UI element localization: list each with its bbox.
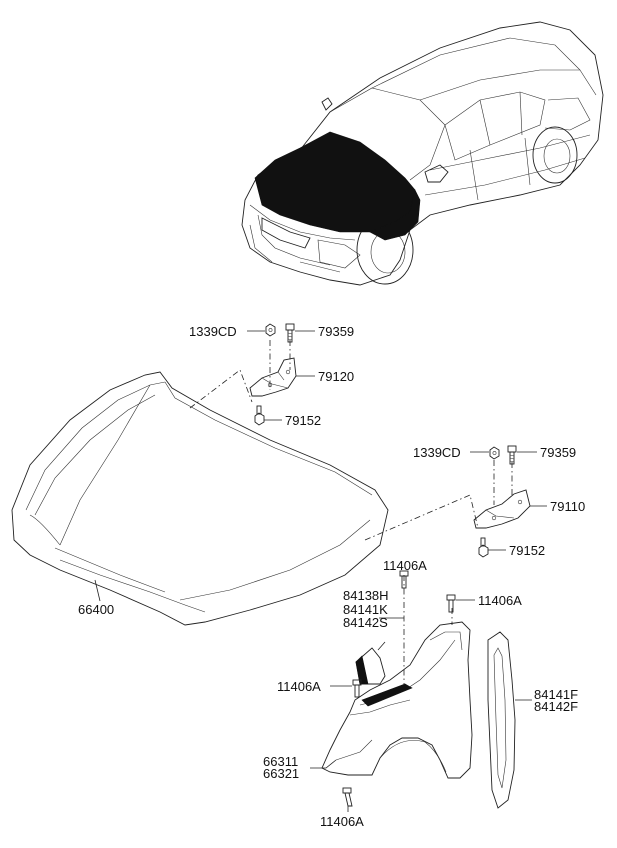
hood-hinge-79120	[249, 357, 297, 397]
leader-66400	[94, 579, 101, 602]
hood-hinge-79110	[473, 489, 531, 529]
label-79359-right: 79359	[540, 445, 576, 460]
label-79359-left: 79359	[318, 324, 354, 339]
label-84142s: 84142S	[343, 615, 388, 630]
label-79152-right: 79152	[509, 543, 545, 558]
part-number-labels: 1339CD 79359 79120 79152 1339CD 79359 79…	[78, 324, 585, 829]
label-66311: 66311	[263, 754, 298, 769]
small-bolt-icon	[254, 405, 265, 426]
label-1339cd-left: 1339CD	[189, 324, 237, 339]
fender-highlight	[369, 189, 421, 241]
label-84138h: 84138H	[343, 588, 389, 603]
label-66400: 66400	[78, 602, 114, 617]
small-bolt-icon	[478, 537, 489, 558]
label-84142f: 84142F	[534, 699, 578, 714]
label-84141f: 84141F	[534, 687, 578, 702]
label-66321: 66321	[263, 766, 299, 781]
label-84141k: 84141K	[343, 602, 388, 617]
label-1339cd-right: 1339CD	[413, 445, 461, 460]
bolt-icon	[285, 323, 295, 343]
fender-garnish-84141f	[487, 631, 532, 809]
label-11406a-right: 11406A	[478, 593, 522, 608]
label-11406a-bottom: 11406A	[320, 814, 364, 829]
nut-icon	[489, 446, 500, 460]
vehicle-overview-illustration	[241, 21, 604, 286]
bolt-icon	[507, 445, 517, 465]
label-11406a-left: 11406A	[277, 679, 321, 694]
bolt-icon	[352, 679, 362, 698]
bolt-icon	[342, 787, 353, 807]
hood-panel	[11, 371, 389, 626]
label-79152-left: 79152	[285, 413, 321, 428]
nut-icon	[265, 323, 276, 337]
front-fender-66311	[310, 570, 475, 812]
label-11406a-top: 11406A	[383, 558, 427, 573]
bolt-icon	[399, 570, 409, 589]
label-79120: 79120	[318, 369, 354, 384]
hood-highlight	[254, 131, 416, 233]
bolt-icon	[446, 594, 456, 613]
left-hinge-group	[189, 323, 315, 426]
label-79110: 79110	[550, 499, 585, 514]
right-hinge-group	[364, 445, 547, 558]
